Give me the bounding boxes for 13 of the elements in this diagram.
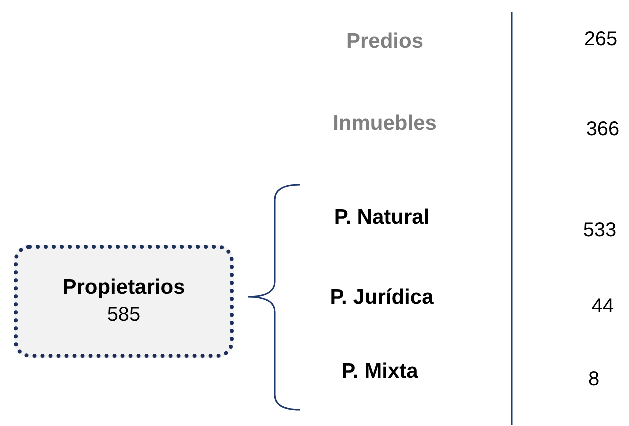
node-title: Propietarios	[62, 276, 186, 300]
node-value: 585	[107, 304, 141, 327]
count-value: 265	[584, 28, 618, 52]
count-value: 44	[592, 296, 614, 318]
category-label: Predios	[346, 30, 424, 54]
count-value: 533	[583, 220, 617, 242]
count-value: 366	[586, 118, 620, 142]
category-label: Inmuebles	[333, 112, 437, 136]
category-label: P. Jurídica	[330, 286, 434, 310]
category-label: P. Mixta	[342, 360, 418, 384]
category-label: P. Natural	[334, 206, 430, 230]
process-box	[14, 245, 234, 358]
count-value: 8	[588, 368, 600, 392]
